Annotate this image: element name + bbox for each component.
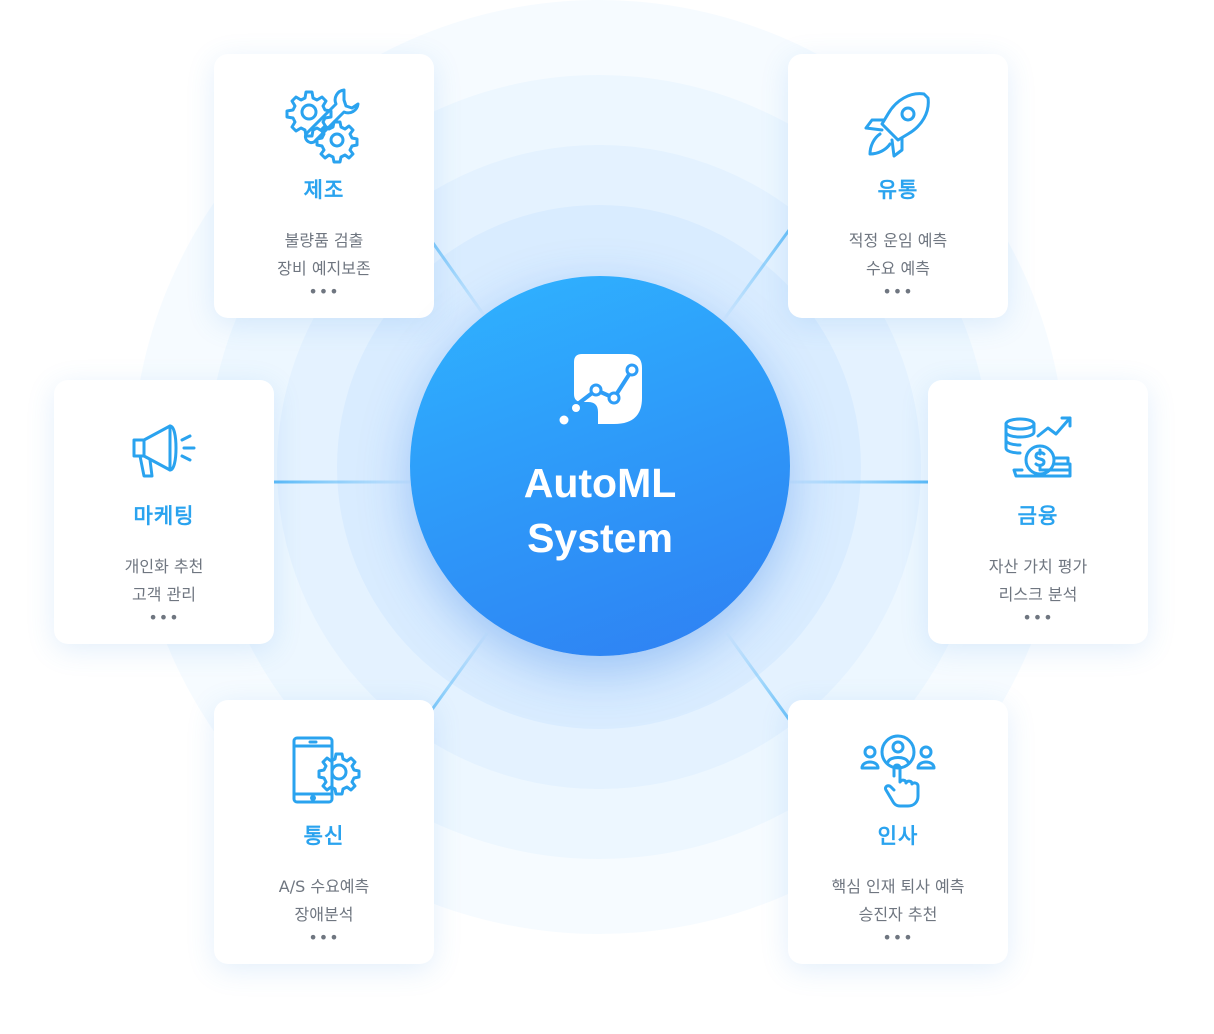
automl-leaf-chart-logo [552, 350, 648, 440]
people-select-icon [858, 730, 938, 810]
card-title: 제조 [303, 178, 345, 202]
use-case-item: 자산 가치 평가 [988, 557, 1088, 576]
card-hr: 인사 핵심 인재 퇴사 예측 승진자 추천 ••• [788, 700, 1008, 964]
card-title: 유통 [877, 178, 919, 202]
coins-growth-icon [998, 410, 1078, 490]
more-ellipsis: ••• [1022, 608, 1054, 627]
hub-label-line2: System [527, 515, 673, 561]
card-telecom: 통신 A/S 수요예측 장애분석 ••• [214, 700, 434, 964]
card-title: 금융 [1017, 504, 1059, 528]
more-ellipsis: ••• [148, 608, 180, 627]
card-description: 핵심 인재 퇴사 예측 승진자 추천 [788, 873, 1008, 929]
card-title: 인사 [877, 824, 919, 848]
rocket-icon [858, 84, 938, 164]
more-ellipsis: ••• [882, 928, 914, 947]
more-ellipsis: ••• [308, 282, 340, 301]
automl-system-hub: AutoML System [410, 276, 790, 656]
use-case-item: 개인화 추천 [124, 557, 204, 576]
more-ellipsis: ••• [308, 928, 340, 947]
card-description: A/S 수요예측 장애분석 [214, 873, 434, 929]
gears-wrench-icon [284, 84, 364, 164]
card-title: 마케팅 [133, 504, 195, 528]
use-case-item: 리스크 분석 [998, 585, 1078, 604]
use-case-item: 수요 예측 [866, 259, 930, 278]
more-ellipsis: ••• [882, 282, 914, 301]
card-title: 통신 [303, 824, 345, 848]
use-case-item: 고객 관리 [132, 585, 196, 604]
card-description: 적정 운임 예측 수요 예측 [788, 227, 1008, 283]
card-finance: 금융 자산 가치 평가 리스크 분석 ••• [928, 380, 1148, 644]
use-case-item: A/S 수요예측 [278, 877, 370, 896]
use-case-item: 승진자 추천 [858, 905, 938, 924]
use-case-item: 장비 예지보존 [277, 259, 371, 278]
card-marketing: 마케팅 개인화 추천 고객 관리 ••• [54, 380, 274, 644]
card-description: 불량품 검출 장비 예지보존 [214, 227, 434, 283]
use-case-item: 적정 운임 예측 [848, 231, 948, 250]
use-case-item: 불량품 검출 [284, 231, 364, 250]
tablet-gear-icon [284, 730, 364, 810]
card-description: 자산 가치 평가 리스크 분석 [928, 553, 1148, 609]
hub-label: AutoML System [410, 456, 790, 566]
card-manufacturing: 제조 불량품 검출 장비 예지보존 ••• [214, 54, 434, 318]
use-case-item: 장애분석 [294, 905, 354, 924]
use-case-item: 핵심 인재 퇴사 예측 [831, 877, 965, 896]
hub-label-line1: AutoML [523, 460, 677, 506]
megaphone-icon [124, 410, 204, 490]
card-distribution: 유통 적정 운임 예측 수요 예측 ••• [788, 54, 1008, 318]
card-description: 개인화 추천 고객 관리 [54, 553, 274, 609]
